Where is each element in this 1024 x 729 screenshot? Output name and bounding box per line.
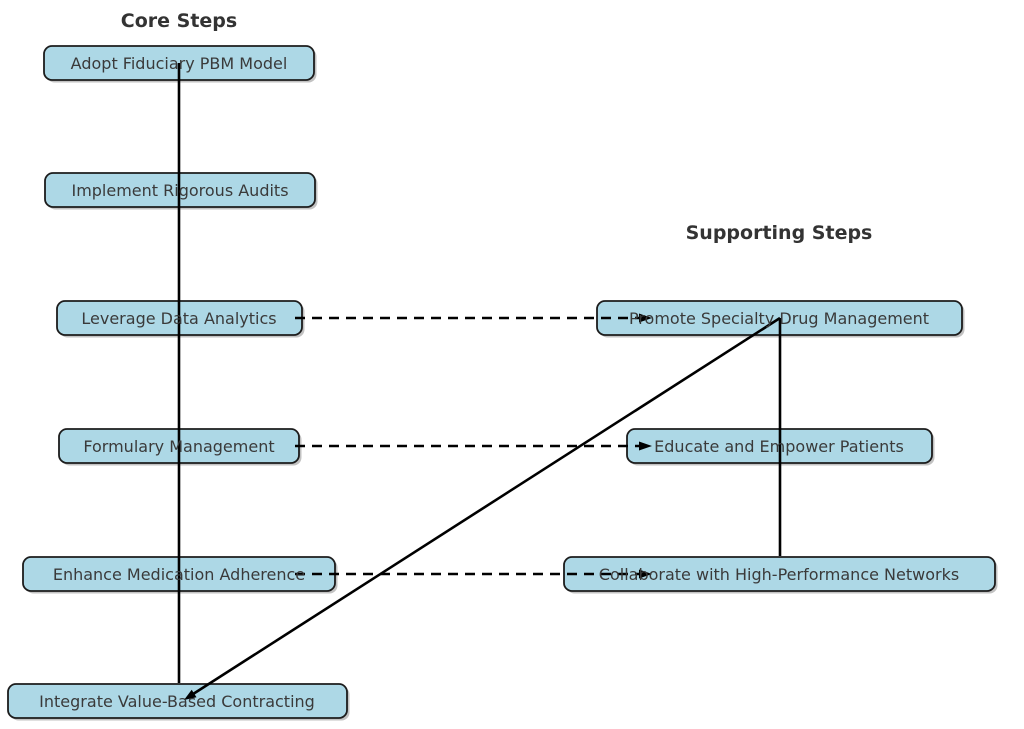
edges <box>177 63 782 700</box>
node-label-promote-specialty-drug-management: Promote Specialty Drug Management <box>629 309 929 328</box>
column-titles: Core Steps Supporting Steps <box>121 10 873 244</box>
edge-formulary-to-educate-arrowhead-icon <box>639 441 652 451</box>
node-label-adopt-fiduciary-pbm-model: Adopt Fiduciary PBM Model <box>71 54 288 73</box>
node-label-collaborate-with-high-performance-networks: Collaborate with High-Performance Networ… <box>599 565 959 584</box>
node-label-integrate-value-based-contracting: Integrate Value-Based Contracting <box>39 692 315 711</box>
node-label-leverage-data-analytics: Leverage Data Analytics <box>81 309 276 328</box>
edge-promote-to-integrate-arrowhead-icon <box>184 689 197 700</box>
node-boxes <box>7 45 996 719</box>
node-label-implement-rigorous-audits: Implement Rigorous Audits <box>71 181 288 200</box>
edge-leverage-to-promote-arrowhead-icon <box>639 313 652 323</box>
node-box-collaborate-with-high-performance-networks <box>563 556 996 592</box>
node-labels: Adopt Fiduciary PBM Model Implement Rigo… <box>39 54 959 711</box>
node-shadows <box>10 48 998 721</box>
edge-enhance-to-collaborate-arrowhead-icon <box>639 569 652 579</box>
node-label-educate-and-empower-patients: Educate and Empower Patients <box>654 437 904 456</box>
node-label-enhance-medication-adherence: Enhance Medication Adherence <box>53 565 305 584</box>
node-box-integrate-value-based-contracting <box>7 683 348 719</box>
edge-promote-to-integrate <box>189 316 781 698</box>
core-steps-title: Core Steps <box>121 10 237 32</box>
node-label-formulary-management: Formulary Management <box>83 437 274 456</box>
supporting-steps-title: Supporting Steps <box>686 222 873 244</box>
